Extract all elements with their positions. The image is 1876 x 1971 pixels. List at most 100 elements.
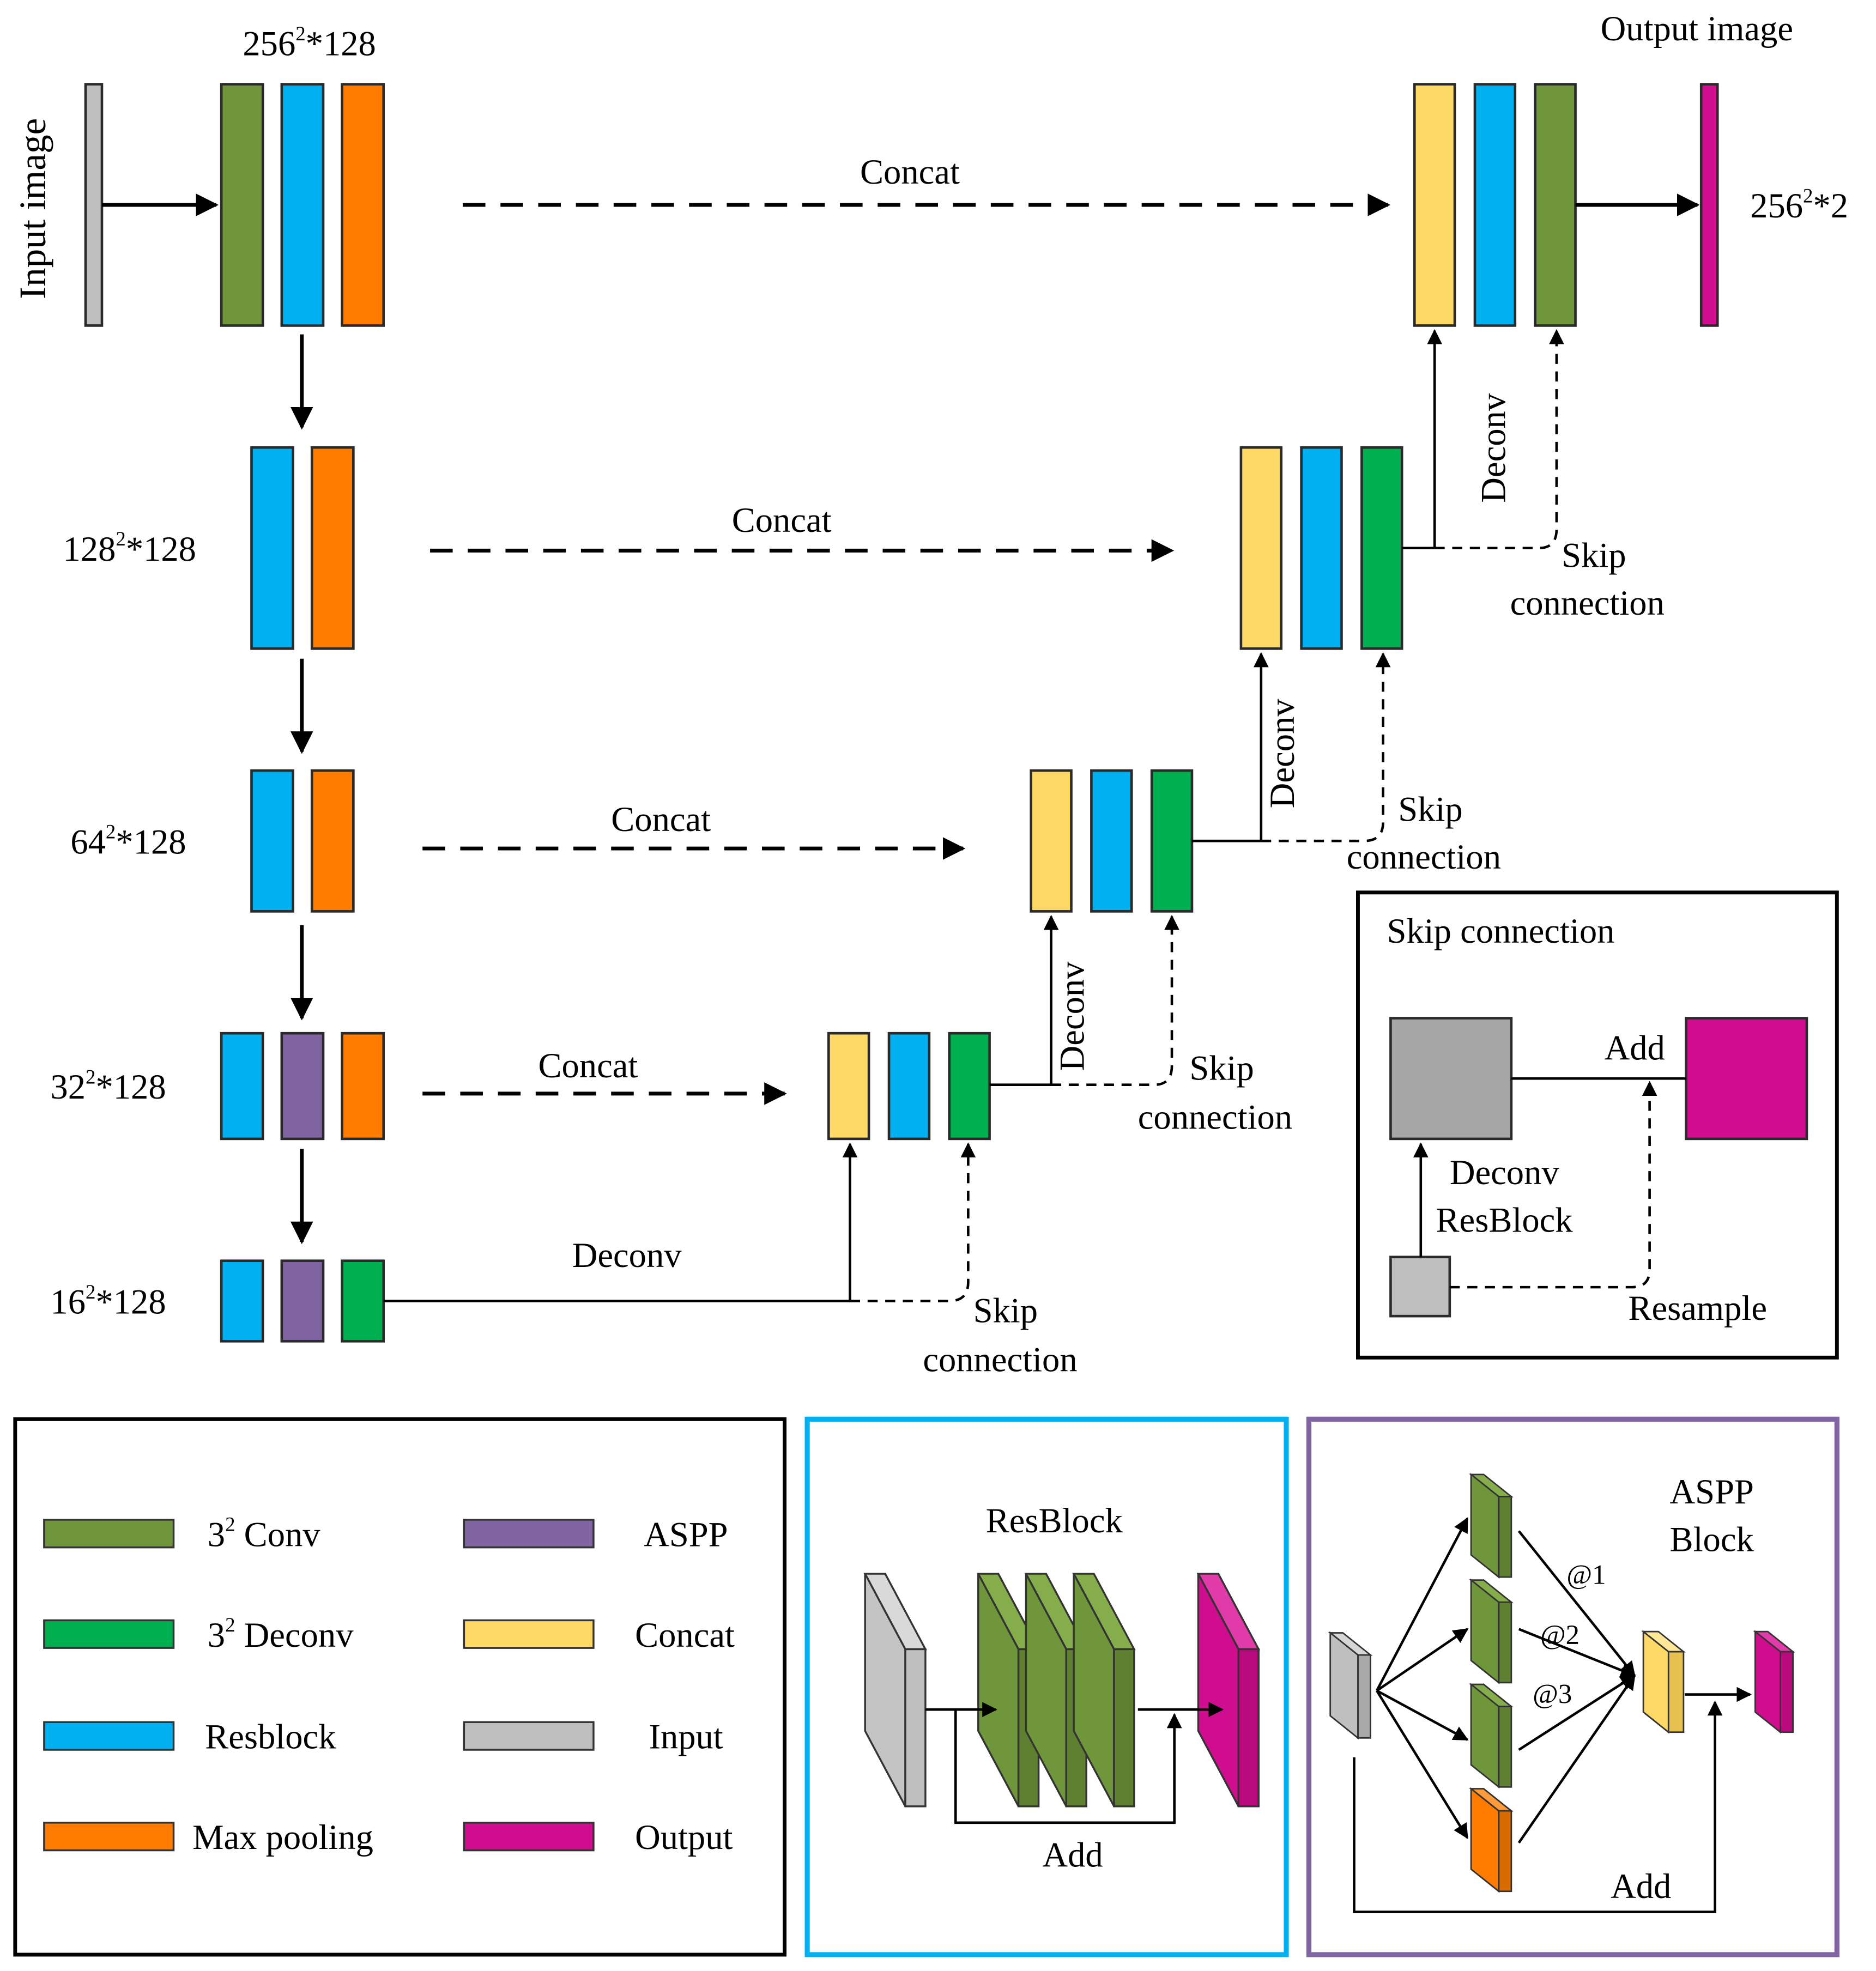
deconv-block [341, 1259, 385, 1343]
resblock-block [220, 1032, 264, 1141]
skip-label-d3-line2: connection [1138, 1097, 1292, 1136]
deconv-block [1360, 446, 1403, 650]
aspp-rate-3: @3 [1533, 1679, 1572, 1709]
legend-swatch-aspp [463, 1519, 595, 1549]
resblock-block [1090, 769, 1133, 913]
aspp-branches [1328, 1472, 1795, 1913]
skip-connection-inset: Skip connection Add Deconv ResBlock Resa… [1355, 890, 1839, 1360]
skip-inset-frame [1355, 890, 1839, 1360]
skip-inset-add-label: Add [1605, 1028, 1665, 1068]
maxpool-block [310, 769, 355, 913]
aspp-panel: ASPP Block @1 @2 @3 Add [1306, 1416, 1839, 1957]
decoder-level-1 [1413, 83, 1577, 327]
aspp-panel-title-line1: ASPP [1670, 1472, 1754, 1511]
level-1-size-label: 2562*128 [243, 22, 376, 63]
legend-item-maxpool: Max pooling [43, 1817, 373, 1857]
concat-label-1: Concat [860, 152, 960, 191]
bottleneck-deconv-label: Deconv [572, 1235, 682, 1275]
aspp-panel-title-line2: Block [1670, 1520, 1754, 1559]
resblock-block [1473, 83, 1517, 327]
legend-label-concat: Concat [635, 1615, 735, 1654]
skip-label-d2: Skip [1398, 789, 1462, 828]
skip-label-d1: Skip [1562, 535, 1626, 574]
legend-label-resblock: Resblock [205, 1717, 336, 1756]
legend-swatch-maxpool [43, 1822, 175, 1852]
concat-block [1413, 83, 1456, 327]
aspp-pooling-branch [1469, 1787, 1514, 1893]
aspp-panel-frame [1306, 1416, 1839, 1957]
skip-inset-resblock-label: ResBlock [1436, 1200, 1573, 1240]
legend-label-maxpool: Max pooling [192, 1817, 373, 1857]
skip-inset-deconv-label: Deconv [1450, 1153, 1560, 1192]
resblock-conv-stack [976, 1573, 1136, 1808]
aspp-block [280, 1259, 325, 1343]
legend-swatch-deconv [43, 1619, 175, 1649]
legend-frame [13, 1417, 787, 1957]
aspp-panel-add-label: Add [1611, 1866, 1671, 1906]
legend-item-concat: Concat [463, 1615, 735, 1654]
skip-inset-title: Skip connection [1387, 911, 1615, 950]
skip-label-d3: Skip [1189, 1048, 1254, 1088]
output-magenta-block [1685, 1017, 1808, 1141]
legend-label-deconv: 32 Deconv [208, 1614, 354, 1654]
resblock-conv-layer [1072, 1573, 1136, 1808]
legend-label-conv: 32 Conv [208, 1513, 321, 1554]
skip-path-d4 [850, 1142, 976, 1302]
skip-label-d1-line2: connection [1510, 583, 1665, 622]
aspp-rate-2: @2 [1540, 1620, 1580, 1650]
concat-block [1239, 446, 1283, 650]
skip-label-d4: Skip [973, 1291, 1038, 1330]
level-2-size-label: 1282*128 [63, 527, 196, 568]
level-5-size-label: 162*128 [50, 1281, 166, 1321]
aspp-rate-1: @1 [1566, 1560, 1606, 1590]
aspp-conv-branch [1469, 1578, 1514, 1684]
legend-label-aspp: ASPP [644, 1514, 728, 1554]
resblock-input-block [863, 1573, 927, 1808]
deconv-block [948, 1032, 991, 1141]
deconv-label-d1: Deconv [1473, 393, 1512, 503]
aspp-block [280, 1032, 325, 1141]
legend-item-input: Input [463, 1717, 723, 1756]
output-image-label: Output image [1601, 9, 1793, 48]
legend-item-resblock: Resblock [43, 1717, 336, 1756]
encoder-level-3: 642*128 [70, 769, 355, 913]
concat-label-4: Concat [538, 1046, 638, 1085]
deconv-label-d3: Deconv [1052, 961, 1092, 1071]
concat-label-3: Concat [611, 799, 711, 839]
decoder-level-4 [827, 1032, 991, 1141]
resblock-block [250, 446, 294, 650]
input-image-block [84, 83, 104, 327]
aspp-input-block [1328, 1631, 1373, 1740]
legend-item-aspp: ASPP [463, 1514, 728, 1554]
deconv-label-d2: Deconv [1262, 699, 1302, 809]
resblock-panel-add-label: Add [1042, 1835, 1103, 1875]
legend-item-conv: 32 Conv [43, 1513, 321, 1554]
input-gray-block [1389, 1256, 1451, 1318]
concat-label-2: Concat [732, 500, 832, 539]
aspp-conv-branch [1469, 1472, 1514, 1579]
aspp-output-block [1753, 1630, 1795, 1734]
resblock-block [220, 1259, 264, 1343]
resblock-panel-frame [804, 1416, 1289, 1957]
legend-swatch-input [463, 1721, 595, 1751]
aspp-concat-block [1641, 1630, 1686, 1734]
output-size-label: 2562*2 [1750, 184, 1848, 225]
resblock-block [887, 1032, 931, 1141]
skip-label-d2-line2: connection [1347, 837, 1501, 876]
resblock-block [280, 83, 325, 327]
decoder-level-2 [1239, 446, 1403, 650]
legend-item-output: Output [463, 1817, 733, 1857]
resblock-output-block [1196, 1573, 1261, 1808]
legend-label-input: Input [649, 1717, 723, 1756]
aspp-conv-branch [1469, 1683, 1514, 1789]
resblock-block [1300, 446, 1343, 650]
resblock-panel-title: ResBlock [986, 1501, 1123, 1540]
decoder-level-3 [1030, 769, 1194, 913]
concat-block [827, 1032, 870, 1141]
aspp-arrows [1353, 1517, 1752, 1913]
maxpool-block [341, 83, 385, 327]
maxpool-block [310, 446, 355, 650]
legend-swatch-output [463, 1822, 595, 1852]
res-add-path [954, 1709, 1182, 1824]
